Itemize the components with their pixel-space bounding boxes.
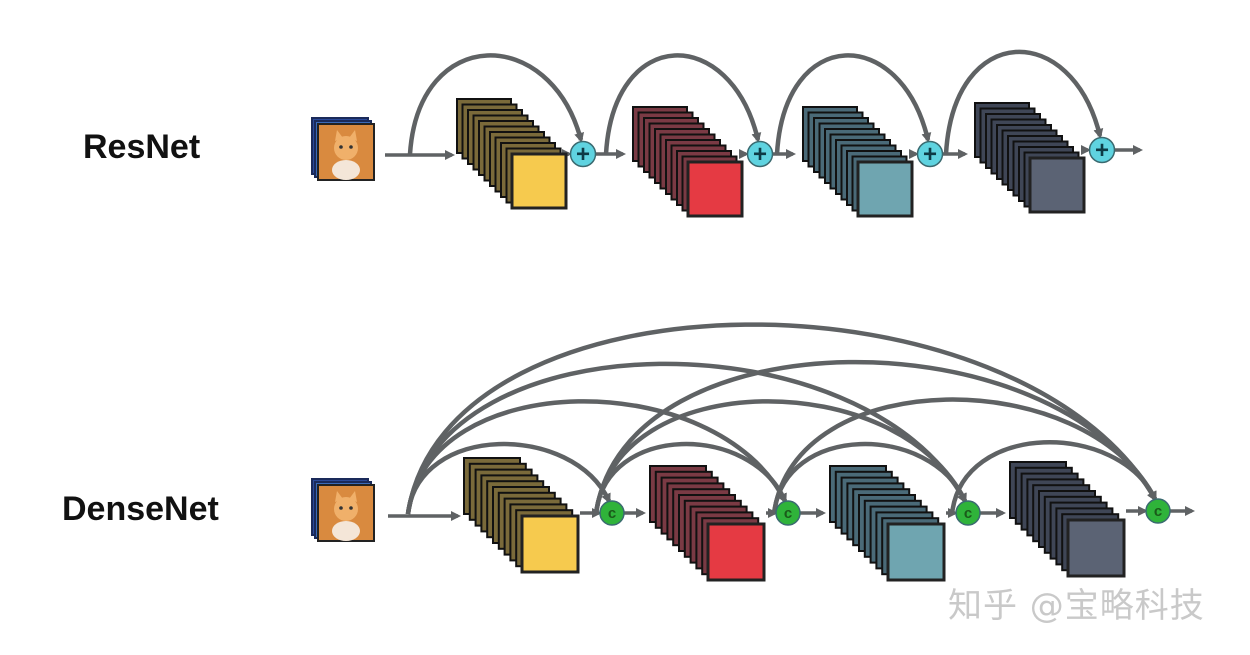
densenet-dense-arc-1-to-2 bbox=[405, 399, 788, 515]
resnet-skip-arc-4 bbox=[943, 49, 1104, 155]
densenet-concat-node-1: c bbox=[599, 500, 625, 526]
resnet-skip-arc-1 bbox=[407, 53, 585, 155]
densenet-block-3 bbox=[829, 465, 946, 582]
resnet-skip-arc-3 bbox=[774, 53, 932, 155]
merge-symbol: + bbox=[1095, 137, 1109, 164]
merge-symbol: c bbox=[1154, 503, 1162, 520]
resnet-title: ResNet bbox=[83, 128, 201, 166]
resnet-skip-arc-2 bbox=[603, 53, 762, 155]
densenet-dense-arc-1-to-4 bbox=[405, 322, 1157, 515]
densenet-dense-arc-1-to-1 bbox=[405, 441, 612, 515]
densenet-dense-arc-1-to-3 bbox=[405, 361, 967, 515]
resnet-block-1 bbox=[456, 98, 568, 210]
densenet-dense-arc-2-to-4 bbox=[593, 359, 1157, 515]
resnet-input-image-icon bbox=[311, 117, 375, 181]
merge-symbol: c bbox=[784, 505, 792, 522]
densenet-dense-arc-2-to-3 bbox=[593, 399, 968, 515]
resnet-add-node-4: + bbox=[1088, 136, 1116, 164]
resnet-block-4 bbox=[974, 102, 1086, 214]
densenet-concat-node-2: c bbox=[775, 500, 801, 526]
densenet-title: DenseNet bbox=[62, 490, 219, 528]
merge-symbol: c bbox=[964, 505, 972, 522]
merge-symbol: + bbox=[753, 141, 767, 168]
densenet-concat-node-3: c bbox=[955, 500, 981, 526]
merge-symbol: + bbox=[576, 141, 590, 168]
densenet-input-image-icon bbox=[311, 478, 375, 542]
densenet-block-2 bbox=[649, 465, 766, 582]
densenet-dense-arc-4-to-4 bbox=[949, 440, 1158, 515]
densenet-dense-arc-3-to-4 bbox=[771, 397, 1158, 515]
merge-symbol: + bbox=[923, 141, 937, 168]
resnet-add-node-1: + bbox=[569, 140, 597, 168]
resnet-block-3 bbox=[802, 106, 914, 218]
watermark-text: 知乎 @宝略科技 bbox=[948, 586, 1205, 626]
densenet-block-1 bbox=[463, 457, 580, 574]
densenet-block-4 bbox=[1009, 461, 1126, 578]
resnet-add-node-3: + bbox=[916, 140, 944, 168]
merge-symbol: c bbox=[608, 505, 616, 522]
resnet-add-node-2: + bbox=[746, 140, 774, 168]
densenet-concat-node-4: c bbox=[1145, 498, 1171, 524]
resnet-block-2 bbox=[632, 106, 744, 218]
